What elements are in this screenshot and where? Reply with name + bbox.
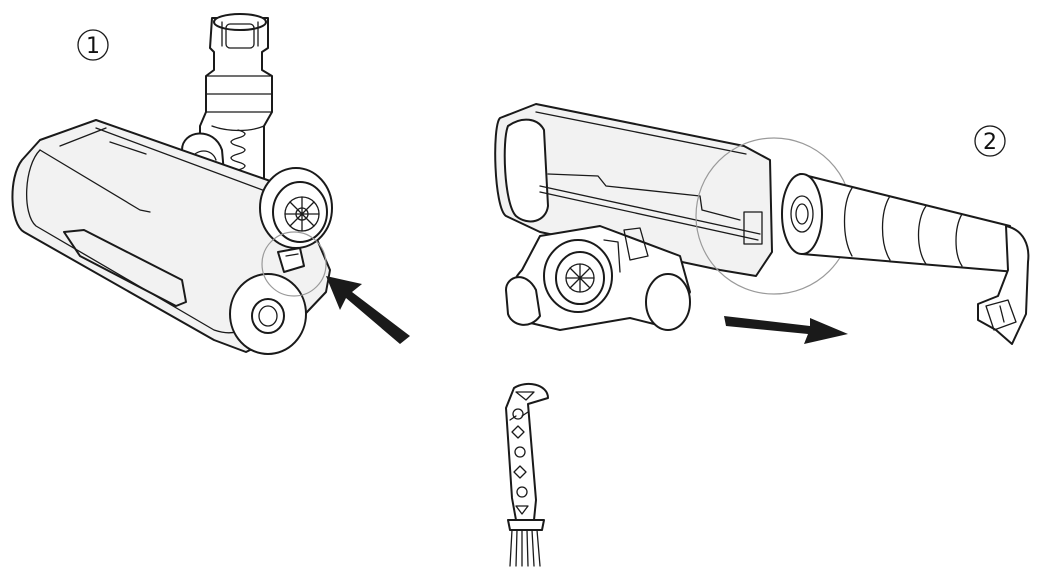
push-arrow [326,276,410,344]
floor-head-illustration [11,13,333,355]
step-1-group: 1 [11,13,410,355]
step-2-circle [974,125,1006,157]
step-2-group: 2 [494,103,1030,345]
cleaning-tool-illustration [505,382,549,567]
pull-arrow [724,316,848,344]
brush-roll-removal-illustration [494,103,1030,345]
step-1-number: 1 [86,34,100,59]
step-2-number: 2 [983,130,997,155]
step-1-circle [77,29,109,61]
